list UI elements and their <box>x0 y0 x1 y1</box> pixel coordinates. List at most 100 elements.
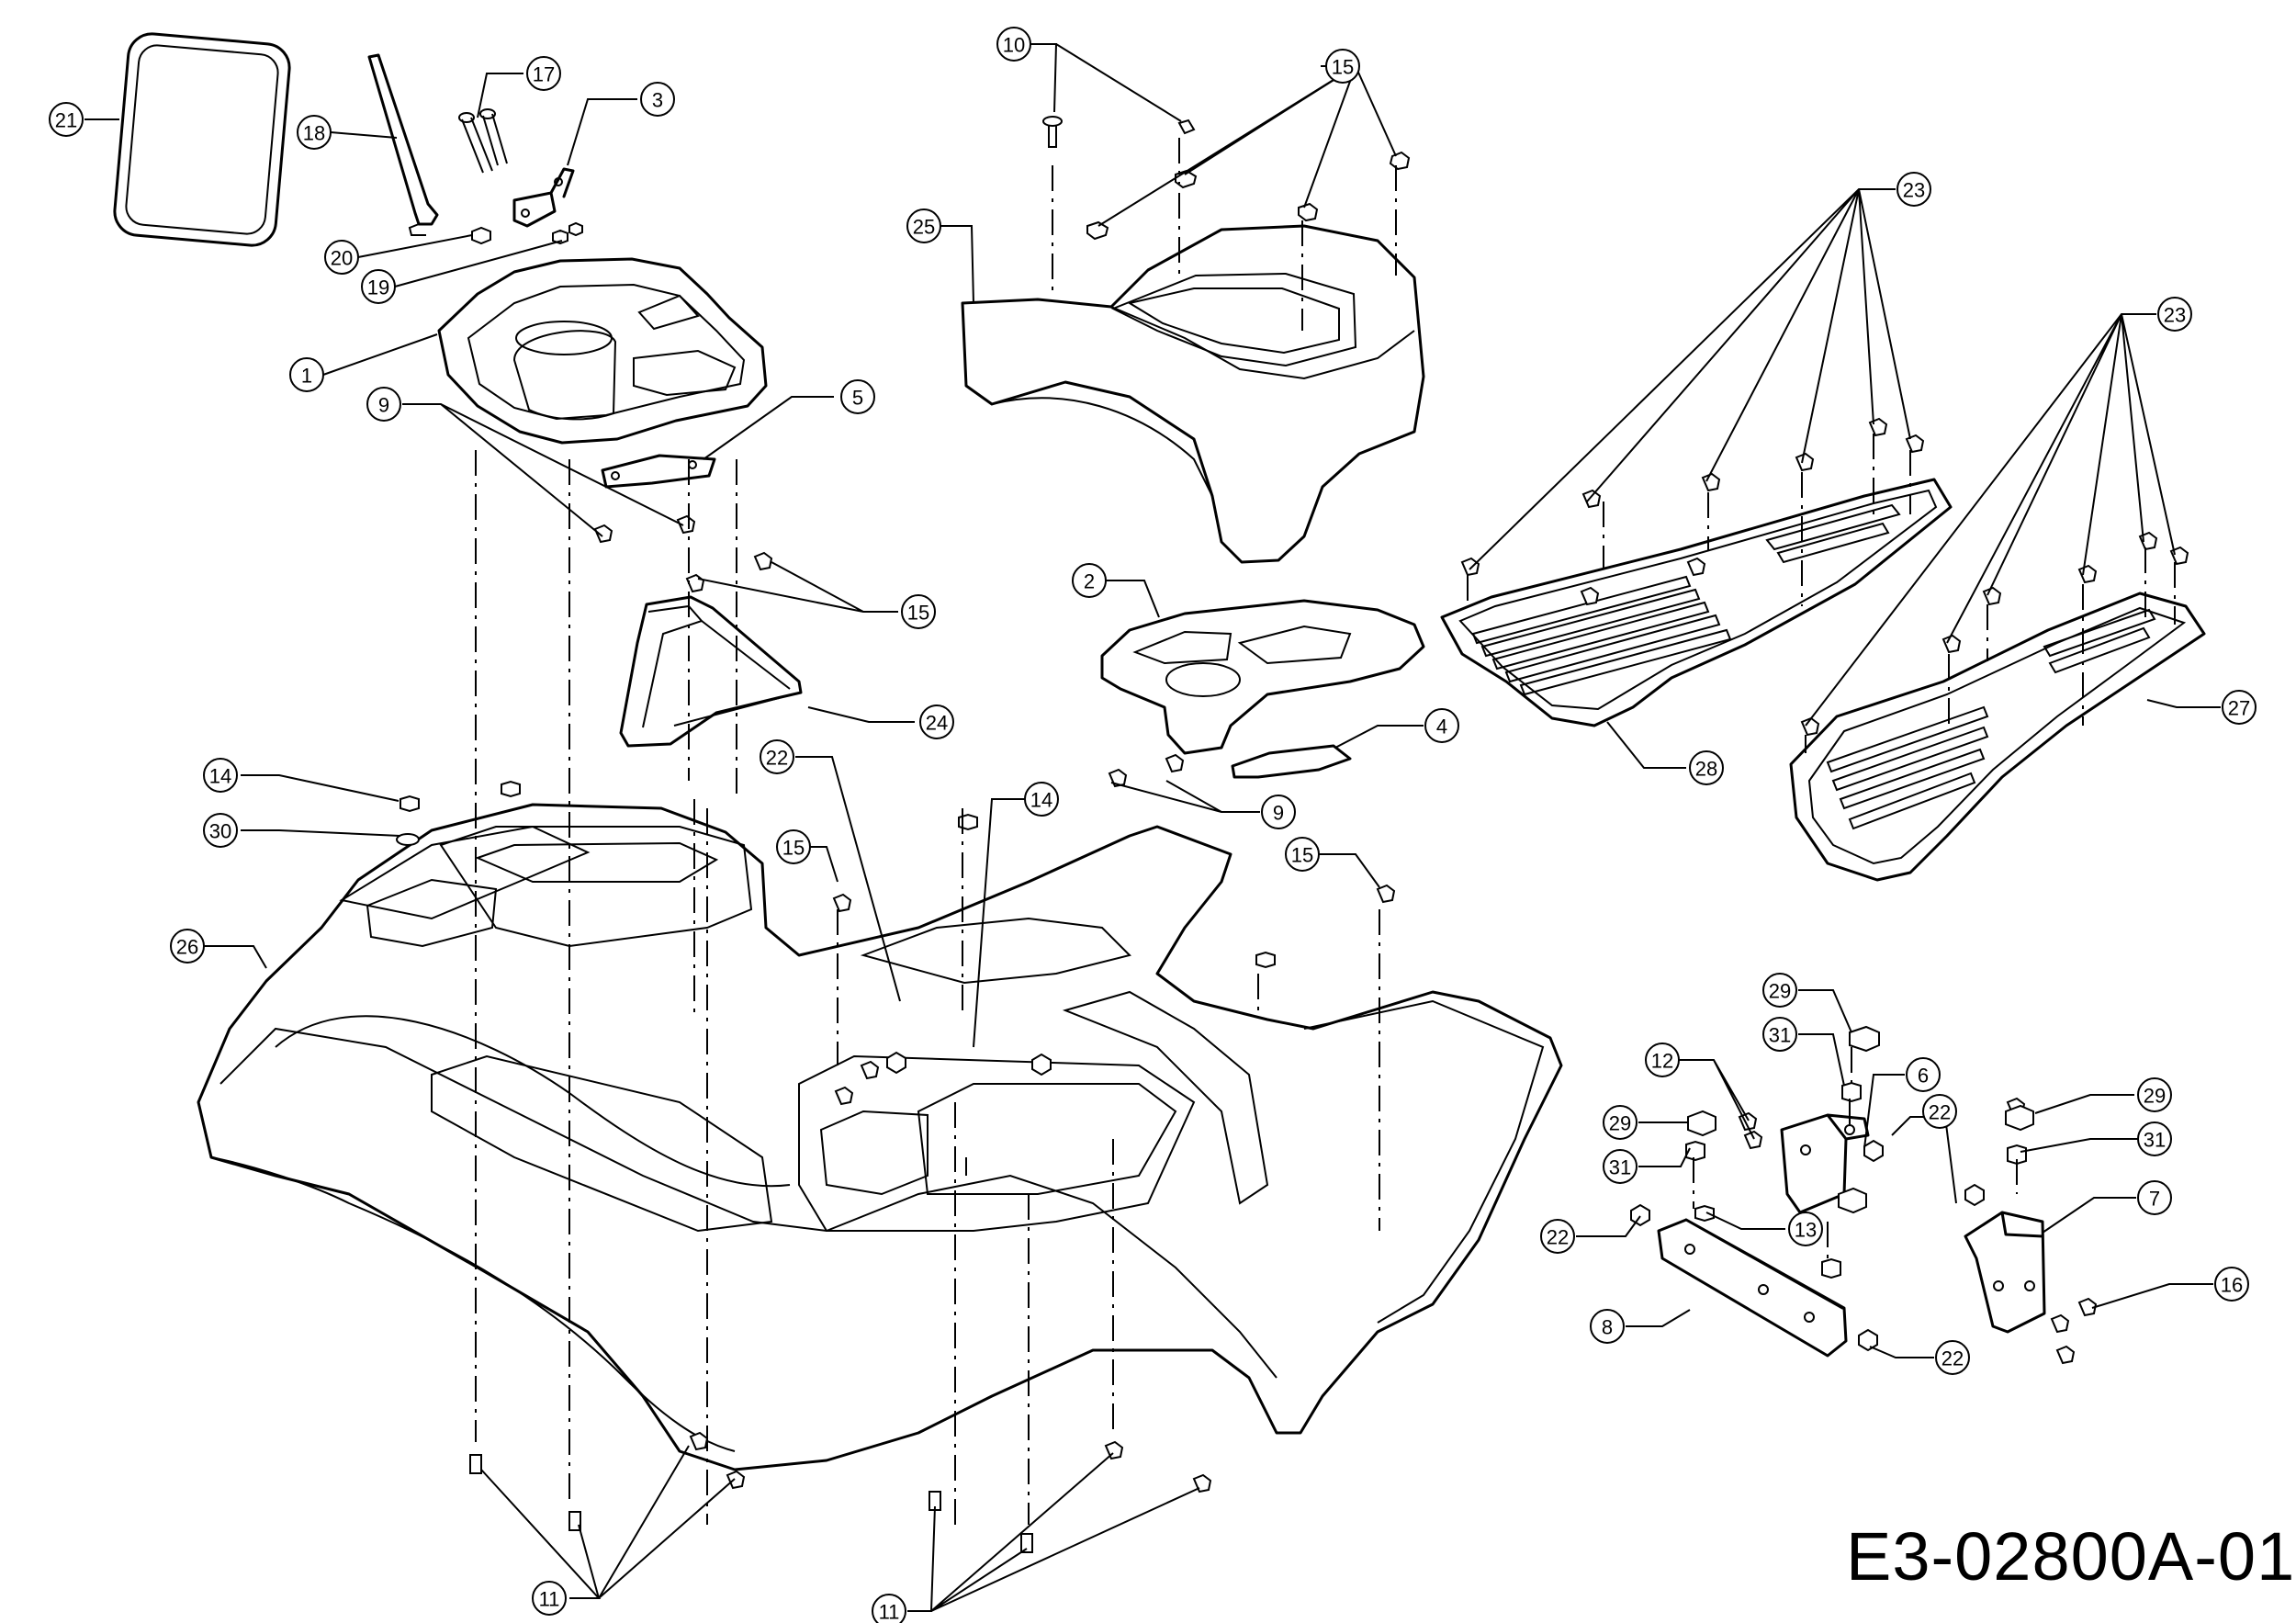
callout-circle <box>872 1594 906 1623</box>
callout-15: 15 <box>1325 49 1360 84</box>
callout-label: 11 <box>539 1588 560 1611</box>
callout-21: 21 <box>49 102 84 137</box>
callout-circle <box>49 102 84 137</box>
callout-circle <box>289 357 324 392</box>
callout-circle <box>2157 297 2192 332</box>
callout-label: 25 <box>913 216 935 239</box>
callout-label: 31 <box>2144 1129 2166 1152</box>
callout-circle <box>760 739 794 774</box>
callout-label: 7 <box>2149 1188 2160 1211</box>
callout-label: 28 <box>1695 758 1717 781</box>
callout-26: 26 <box>170 929 205 964</box>
part-mirror-glass <box>113 32 291 247</box>
callout-label: 15 <box>907 602 929 625</box>
callout-7: 7 <box>2137 1180 2172 1215</box>
callout-31: 31 <box>1762 1017 1797 1052</box>
callout-circle <box>901 594 936 629</box>
callout-circle <box>2137 1077 2172 1112</box>
callout-circle <box>840 379 875 414</box>
callout-circle <box>1540 1219 1575 1254</box>
callout-22: 22 <box>1540 1219 1575 1254</box>
callout-9: 9 <box>366 387 401 422</box>
callout-24: 24 <box>919 704 954 739</box>
callout-11: 11 <box>872 1594 906 1623</box>
callout-label: 22 <box>1547 1226 1569 1249</box>
callout-circle <box>366 387 401 422</box>
fasteners <box>396 116 2189 1553</box>
callout-15: 15 <box>1285 837 1320 872</box>
callout-20: 20 <box>324 240 359 275</box>
part-console-1 <box>437 257 768 445</box>
callout-label: 9 <box>1273 802 1284 825</box>
callout-circle <box>2222 690 2257 725</box>
part-nuts <box>471 221 583 245</box>
callout-23: 23 <box>2157 297 2192 332</box>
callout-label: 3 <box>652 89 663 112</box>
callout-circle <box>1603 1105 1638 1140</box>
callout-14: 14 <box>1024 782 1059 817</box>
callout-circle <box>203 813 238 848</box>
callout-circle <box>1072 563 1107 598</box>
callout-label: 21 <box>55 109 77 132</box>
callout-label: 24 <box>926 712 948 735</box>
grille-27 <box>1826 608 2156 830</box>
callout-label: 10 <box>1003 34 1025 57</box>
callout-10: 10 <box>996 27 1031 62</box>
callout-2: 2 <box>1072 563 1107 598</box>
part-hood-25 <box>961 224 1425 564</box>
callout-label: 13 <box>1795 1219 1817 1242</box>
callout-19: 19 <box>361 269 396 304</box>
callout-label: 26 <box>176 936 198 959</box>
callout-circle <box>361 269 396 304</box>
callout-label: 29 <box>2144 1085 2166 1108</box>
callout-circle <box>2137 1180 2172 1215</box>
callout-label: 23 <box>2164 304 2186 327</box>
callout-16: 16 <box>2214 1267 2249 1302</box>
callout-29: 29 <box>1762 973 1797 1008</box>
part-mirror-rod <box>367 53 439 236</box>
callout-circle <box>526 56 561 91</box>
callout-4: 4 <box>1424 708 1459 743</box>
part-body-26 <box>197 803 1563 1471</box>
callout-13: 13 <box>1788 1212 1823 1246</box>
callout-label: 14 <box>209 765 231 788</box>
callout-circle <box>919 704 954 739</box>
callout-label: 20 <box>331 247 353 270</box>
callout-circle <box>1896 172 1931 207</box>
callout-15: 15 <box>901 594 936 629</box>
callout-label: 23 <box>1903 179 1925 202</box>
callout-8: 8 <box>1590 1309 1625 1344</box>
callout-label: 5 <box>852 387 863 410</box>
callout-circle <box>1645 1043 1680 1077</box>
callout-label: 19 <box>367 276 389 299</box>
callout-label: 16 <box>2221 1274 2243 1297</box>
callout-29: 29 <box>1603 1105 1638 1140</box>
callout-31: 31 <box>2137 1121 2172 1156</box>
callout-28: 28 <box>1689 750 1724 785</box>
callout-circle <box>1590 1309 1625 1344</box>
callout-circle <box>1261 795 1296 829</box>
callout-circle <box>2214 1267 2249 1302</box>
callout-label: 15 <box>1291 844 1313 867</box>
callout-11: 11 <box>532 1581 567 1616</box>
callout-label: 18 <box>303 122 325 145</box>
callout-label: 29 <box>1609 1112 1631 1135</box>
grille-28 <box>1471 503 1901 696</box>
callout-circle <box>1935 1340 1970 1375</box>
callout-circle <box>2137 1121 2172 1156</box>
callout-circle <box>1762 973 1797 1008</box>
drawing-code: E3-02800A-01 <box>1846 1518 2296 1595</box>
callout-circle <box>1906 1057 1941 1092</box>
callout-label: 31 <box>1769 1024 1791 1047</box>
callout-circle <box>324 240 359 275</box>
callout-label: 11 <box>879 1601 900 1623</box>
callout-label: 2 <box>1084 570 1095 593</box>
part-bracket-4 <box>1231 744 1352 779</box>
callout-label: 4 <box>1436 716 1447 738</box>
alignment-lines <box>475 138 2176 1525</box>
callout-circle <box>1024 782 1059 817</box>
callout-circle <box>297 115 332 150</box>
callout-29: 29 <box>2137 1077 2172 1112</box>
part-bracket-3 <box>512 167 575 228</box>
callout-circle <box>1788 1212 1823 1246</box>
